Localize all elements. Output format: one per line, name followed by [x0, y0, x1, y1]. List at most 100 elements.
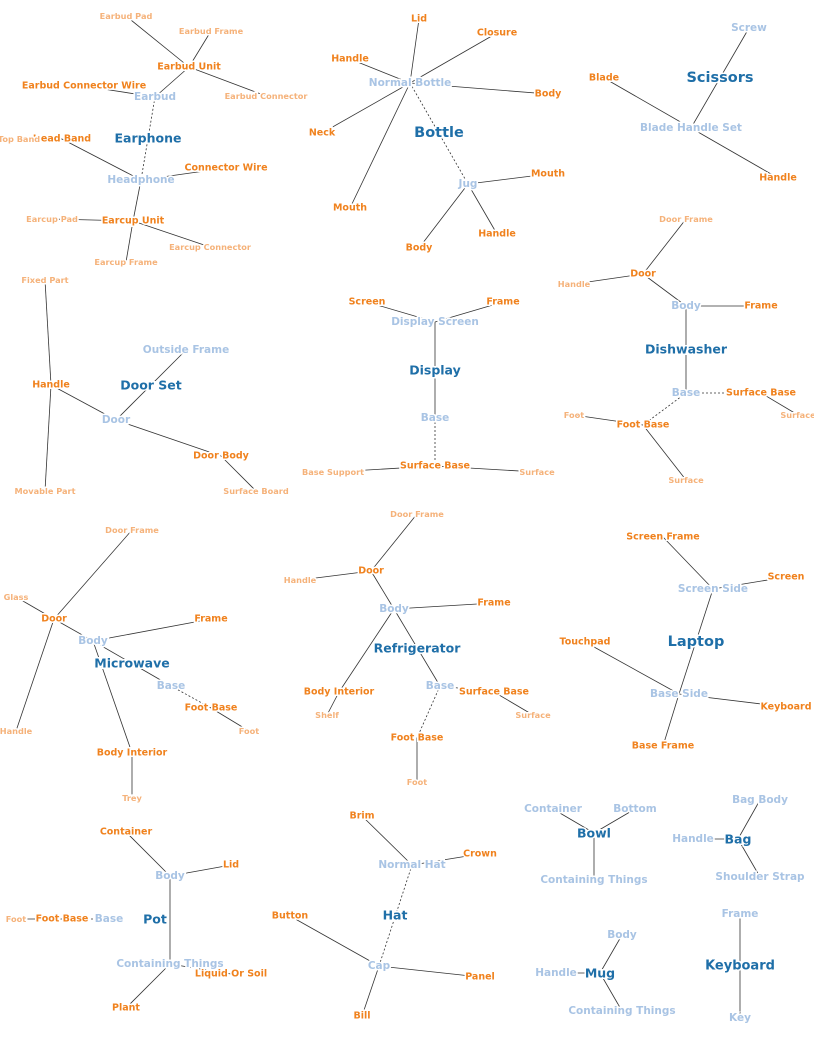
dishwasher-node-surface: Surface	[780, 410, 814, 420]
scissors-node-halo-scissors: Scissors	[686, 70, 753, 86]
pot-node-halo-foot: Foot	[6, 914, 27, 924]
earphone-edge-headphone-head_band	[61, 138, 142, 181]
mug-node-containing-things: Containing Things	[568, 1005, 675, 1017]
earphone-node-halo-headphone: Headphone	[107, 174, 174, 186]
dishwasher-edge-body-door	[642, 273, 687, 307]
earphone-node-halo-earcup-frame: Earcup Frame	[94, 257, 158, 267]
doorset-node-fixed-part: Fixed Part	[21, 275, 68, 285]
mug-node-halo-containing-things: Containing Things	[568, 1005, 675, 1017]
display-node-halo-display-screen: Display Screen	[391, 316, 479, 328]
dishwasher-node-surface-base: Surface Base	[726, 388, 796, 399]
doorset-edge-doorbody-surfboard	[220, 455, 257, 492]
bag-node-halo-bag-body: Bag Body	[732, 794, 788, 806]
microwave-node-halo-body-interior: Body Interior	[97, 748, 168, 759]
bowl-node-halo-bottom: Bottom	[613, 803, 656, 815]
laptop-node-halo-screen-side: Screen Side	[678, 583, 748, 595]
bag-node-handle: Handle	[672, 833, 714, 845]
scissors-node-halo-screw: Screw	[731, 22, 767, 34]
earphone-edge-earbud_unit-earbud_connector	[188, 66, 267, 97]
refrigerator-node-halo-body: Body	[379, 603, 409, 615]
mug-node-halo-mug: Mug	[585, 966, 615, 981]
display-node-base-support: Base Support	[302, 467, 364, 477]
pot-edge-contain-plant	[125, 963, 171, 1009]
doorset-node-halo-door-body: Door Body	[193, 451, 249, 462]
scissors-node-blade: Blade	[589, 73, 619, 84]
microwave-node-door-frame: Door Frame	[105, 525, 159, 535]
bottle-edge-normal-neck	[321, 82, 411, 134]
microwave-node-door: Door	[41, 614, 67, 625]
refrigerator-node-frame: Frame	[477, 598, 510, 609]
refrigerator-node-surface-base: Surface Base	[459, 687, 529, 698]
microwave-edge-door-handle	[15, 618, 55, 732]
laptop-edge-sside-screen	[712, 576, 787, 590]
bag-node-bag-body: Bag Body	[732, 794, 788, 806]
microwave-node-halo-trey: Trey	[122, 793, 142, 803]
microwave-node-halo-handle: Handle	[0, 726, 33, 736]
laptop-node-halo-keyboard: Keyboard	[760, 702, 811, 713]
earphone-node-halo-earphone: Earphone	[115, 131, 182, 146]
pot-node-plant: Plant	[112, 1003, 140, 1014]
bottle-node-mouth: Mouth	[531, 169, 565, 180]
bowl-node-halo-bowl: Bowl	[577, 826, 611, 841]
refrigerator-edge-body-binterior	[338, 608, 395, 693]
hat-node-cap: Cap	[368, 960, 391, 972]
dishwasher-node-halo-dishwasher: Dishwasher	[645, 342, 728, 357]
refrigerator-edge-body-door	[370, 570, 395, 610]
microwave-edge-fbase-foot	[210, 707, 250, 732]
dishwasher-node-door-frame: Door Frame	[659, 214, 713, 224]
scissors-node-blade-handle-set: Blade Handle Set	[640, 122, 742, 134]
bottle-edge-jug-jbody	[418, 183, 469, 249]
hat-node-halo-bill: Bill	[353, 1011, 370, 1022]
bag-node-shoulder-strap: Shoulder Strap	[715, 871, 805, 883]
keyboard-node-keyboard: Keyboard	[705, 959, 775, 974]
display-edge-sbase-surface	[434, 465, 538, 473]
laptop-edge-sside-sframe	[662, 536, 714, 590]
dishwasher-node-halo-handle: Handle	[558, 279, 591, 289]
bag-edge-r-strap	[737, 838, 761, 878]
bottle-edge-normal-mouth	[349, 82, 411, 209]
mug-node-body: Body	[607, 929, 637, 941]
dishwasher-node-foot-base: Foot Base	[617, 420, 670, 431]
display-node-display-screen: Display Screen	[391, 316, 479, 328]
dishwasher-node-halo-base: Base	[672, 387, 700, 399]
refrigerator-edge-sbase-surface	[493, 691, 534, 716]
earphone-edge-headphone-connector_wire	[140, 167, 227, 181]
microwave-node-halo-microwave: Microwave	[94, 656, 170, 671]
pot-node-foot: Foot	[6, 914, 27, 924]
hat-node-hat: Hat	[383, 908, 408, 923]
hat-edge-normal-crown	[411, 853, 481, 866]
laptop-edge-bside-touchpad	[584, 641, 680, 695]
refrigerator-node-handle: Handle	[284, 575, 317, 585]
earphone-edge-earbud-earbud_conn_wire	[83, 85, 156, 98]
earphone-node-earbud-frame: Earbud Frame	[179, 26, 244, 36]
hat-node-brim: Brim	[349, 811, 374, 822]
earphone-node-halo-earcup-connector: Earcup Connector	[169, 242, 252, 252]
display-node-base: Base	[421, 412, 449, 424]
scissors-edge-bhs-handle	[690, 127, 779, 179]
display-node-halo-surface-base: Surface Base	[400, 461, 470, 472]
laptop-node-screen-frame: Screen Frame	[626, 532, 699, 543]
microwave-node-handle: Handle	[0, 726, 33, 736]
dishwasher-node-halo-foot-base: Foot Base	[617, 420, 670, 431]
hat-node-halo-hat: Hat	[383, 908, 408, 923]
display-node-surface-base: Surface Base	[400, 461, 470, 472]
keyboard-node-frame: Frame	[722, 908, 759, 920]
keyboard-node-halo-frame: Frame	[722, 908, 759, 920]
doorset-node-surface-board: Surface Board	[223, 486, 289, 496]
bowl-node-container: Container	[524, 803, 583, 815]
laptop-node-halo-screen: Screen	[768, 572, 805, 583]
microwave-node-foot: Foot	[239, 726, 260, 736]
display-node-halo-base-support: Base Support	[302, 467, 364, 477]
refrigerator-node-body: Body	[379, 603, 409, 615]
pot-node-halo-lid: Lid	[223, 860, 239, 871]
bottle-node-jug: Jug	[458, 178, 478, 190]
hat-node-halo-brim: Brim	[349, 811, 374, 822]
bowl-node-halo-containing-things: Containing Things	[540, 874, 647, 886]
bottle-node-halo-jug: Jug	[458, 178, 478, 190]
earphone-node-headphone: Headphone	[107, 174, 174, 186]
earphone-node-earphone: Earphone	[115, 131, 182, 146]
bottle-node-normal-bottle: Normal Bottle	[369, 77, 451, 89]
pot-node-body: Body	[155, 870, 185, 882]
bottle-edge-normal-lid	[409, 18, 420, 84]
bottle-node-halo-mouth: Mouth	[531, 169, 565, 180]
